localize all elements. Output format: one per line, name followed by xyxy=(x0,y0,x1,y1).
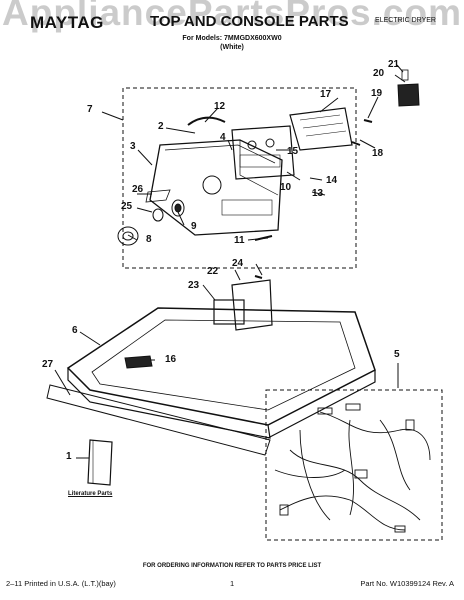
callout-2: 2 xyxy=(158,121,164,132)
wire-harness xyxy=(274,403,431,533)
callout-20: 20 xyxy=(373,68,385,79)
lid-switch xyxy=(213,299,245,325)
gasket xyxy=(46,384,271,456)
callout-27: 27 xyxy=(42,359,54,370)
callout-9: 9 xyxy=(191,221,197,232)
screw-21 xyxy=(401,69,409,81)
callout-3: 3 xyxy=(130,141,136,152)
callout-1: 1 xyxy=(66,451,72,462)
page-title: TOP AND CONSOLE PARTS xyxy=(150,13,349,30)
callout-25: 25 xyxy=(121,201,133,212)
callout-6: 6 xyxy=(72,325,78,336)
watermark: AppliancePartsPros.com xyxy=(2,0,462,33)
lid-switch-bracket xyxy=(231,279,273,331)
callout-26: 26 xyxy=(132,184,144,195)
models-line: For Models: 7MMGDX600XW0 xyxy=(182,35,282,42)
callout-4: 4 xyxy=(220,132,226,143)
callout-19: 19 xyxy=(371,88,383,99)
literature-parts-label: Literature Parts xyxy=(68,491,113,497)
brand-name: MAYTAG xyxy=(30,13,104,32)
callout-23: 23 xyxy=(188,280,200,291)
dryer-top xyxy=(66,307,376,426)
callout-24: 24 xyxy=(232,258,244,269)
wire-12 xyxy=(187,116,226,126)
ordering-note: FOR ORDERING INFORMATION REFER TO PARTS … xyxy=(142,563,322,569)
part-number: Part No. W10399124 Rev. A xyxy=(360,579,454,588)
callout-12: 12 xyxy=(214,101,226,112)
callout-18: 18 xyxy=(372,148,384,159)
model-info: For Models: 7MMGDX600XW0 (White) xyxy=(0,34,464,52)
color-line: (White) xyxy=(220,44,244,51)
callout-17: 17 xyxy=(320,89,332,100)
callout-21: 21 xyxy=(388,59,400,70)
callout-5: 5 xyxy=(394,349,400,360)
console-group-border xyxy=(122,87,357,269)
page-number: 1 xyxy=(230,579,235,588)
console-housing xyxy=(149,139,283,236)
document-type: ELECTRIC DRYER xyxy=(375,17,436,24)
callout-7: 7 xyxy=(87,104,93,115)
literature-booklet xyxy=(87,439,113,486)
knob xyxy=(117,226,139,246)
harness-group-border xyxy=(265,389,443,541)
callout-11: 11 xyxy=(234,235,245,246)
callout-10: 10 xyxy=(280,182,292,193)
callout-14: 14 xyxy=(326,175,338,186)
part-20 xyxy=(397,83,420,107)
control-board xyxy=(231,125,295,180)
console-back-panel xyxy=(289,107,353,151)
callout-22: 22 xyxy=(207,266,219,277)
callout-8: 8 xyxy=(146,234,152,245)
callout-16: 16 xyxy=(165,354,177,365)
callout-15: 15 xyxy=(287,146,299,157)
callout-13: 13 xyxy=(312,188,324,199)
print-info: 2–11 Printed in U.S.A. (L.T.)(bay) xyxy=(6,579,116,588)
